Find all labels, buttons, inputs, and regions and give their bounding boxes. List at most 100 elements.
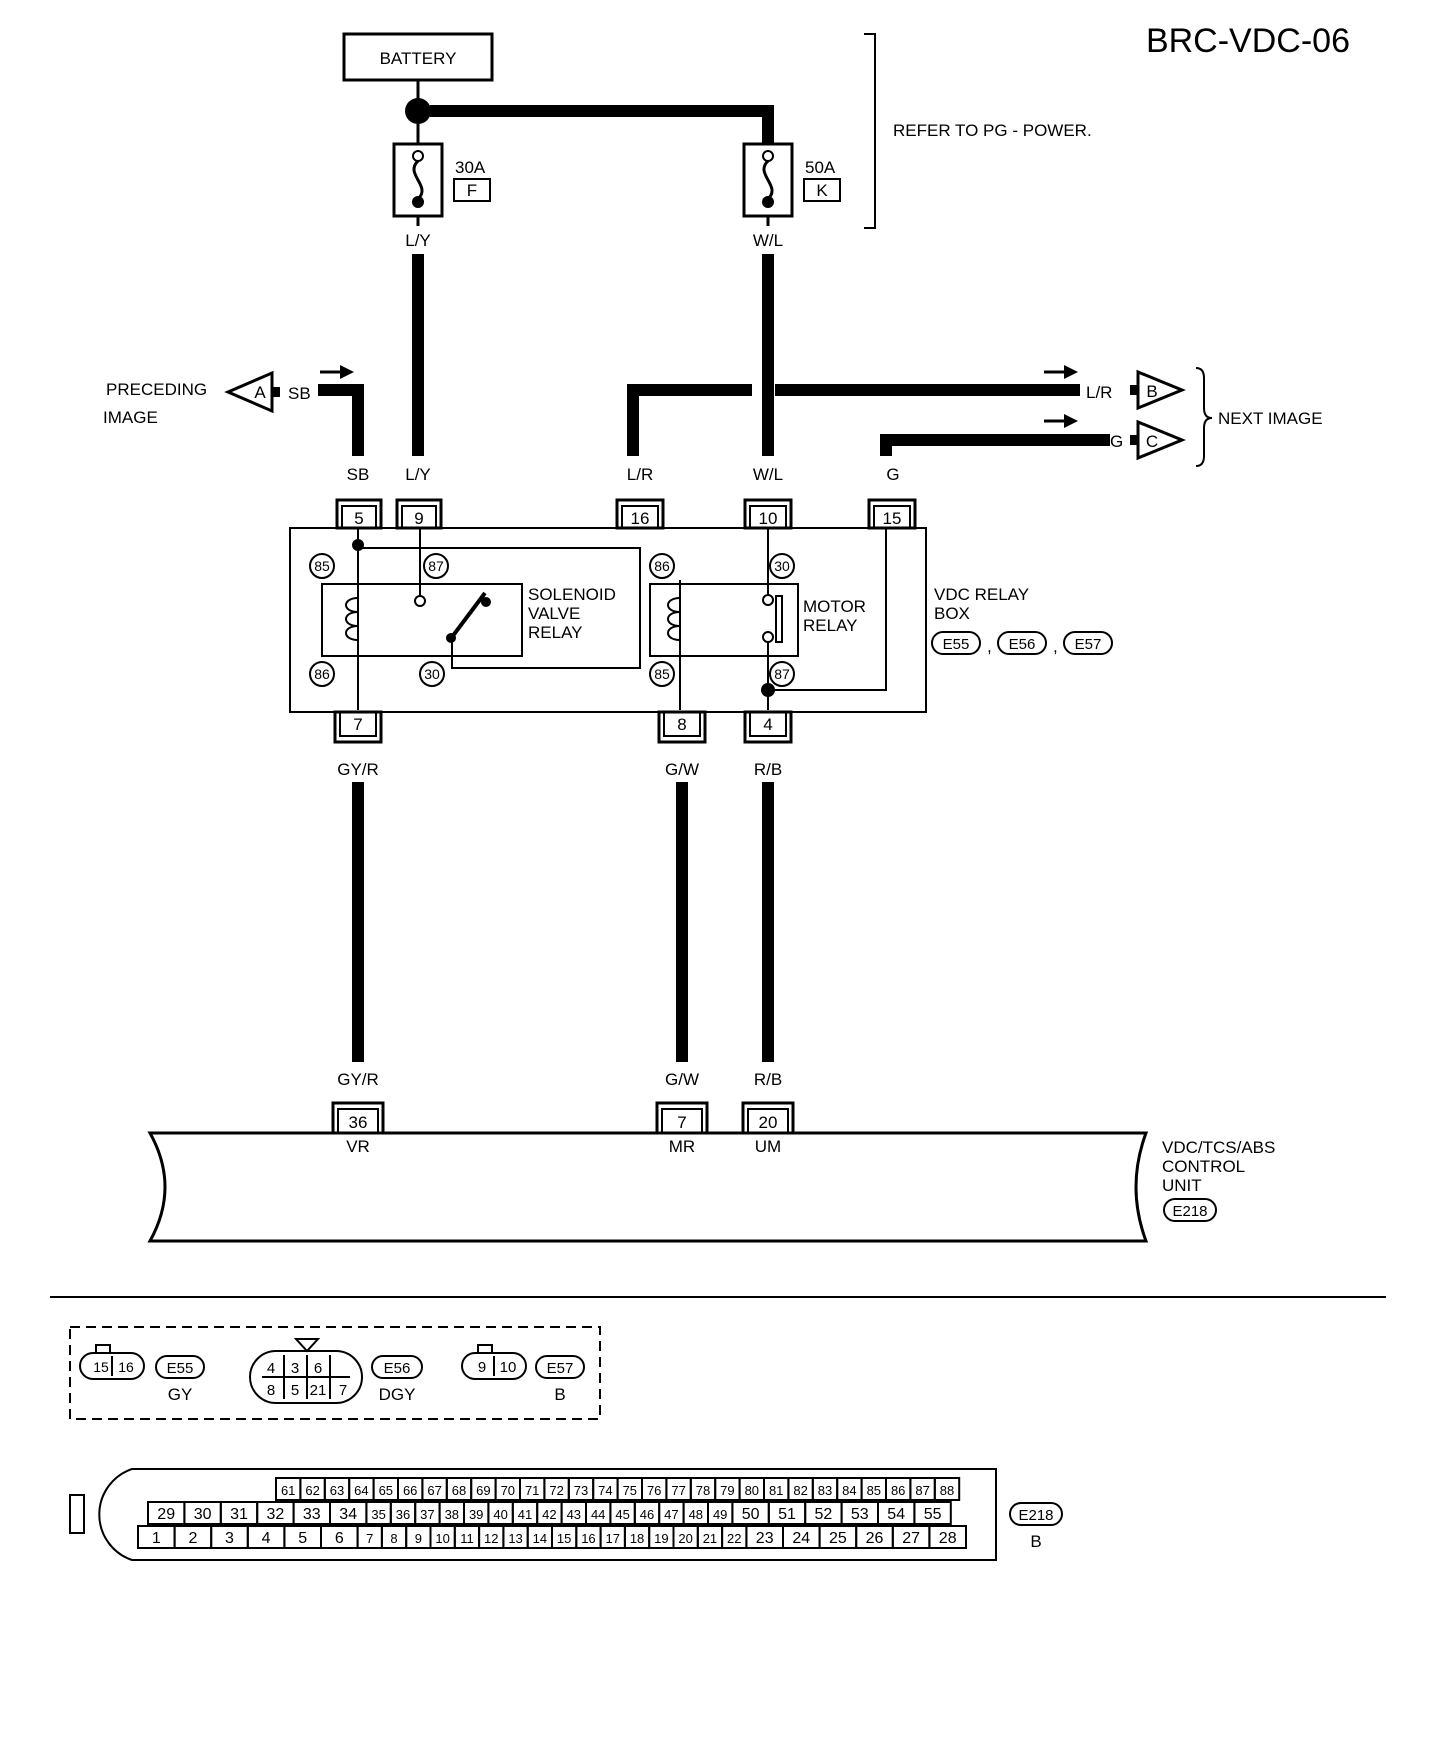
e218-pin-66: 66 [403,1483,417,1498]
e218-pin-77: 77 [671,1483,685,1498]
cu-terminal-mr: MR [669,1137,695,1156]
preceding-text2: IMAGE [103,408,158,427]
e218-pin-17: 17 [606,1531,620,1546]
relay-pin-5: 5 [354,509,363,528]
sol-label-3: RELAY [528,623,583,642]
e57-color: B [554,1385,565,1404]
motor-term-87: 87 [774,666,790,682]
e218-pin-27: 27 [902,1530,920,1547]
e218-pin-35: 35 [371,1507,385,1522]
e56-pin-21: 21 [310,1382,327,1399]
e218-pin-31: 31 [230,1506,248,1523]
e218-id: E218 [1018,1507,1053,1524]
e218-pin-64: 64 [354,1483,368,1498]
connector-b-arrow [1136,369,1186,411]
comma-1: , [987,637,992,656]
comma-2: , [1053,637,1058,656]
e218-pin-84: 84 [842,1483,856,1498]
next-image-text: NEXT IMAGE [1218,409,1323,428]
e218-pin-46: 46 [640,1507,654,1522]
e218-pin-19: 19 [654,1531,668,1546]
battery-label: BATTERY [380,49,457,68]
e218-pin-29: 29 [157,1506,175,1523]
e218-pin-34: 34 [339,1506,357,1523]
cu-wire-gyr-label: GY/R [337,1070,379,1089]
e218-pin-41: 41 [518,1507,532,1522]
wire-sb-left-label: SB [288,384,311,403]
connector-e56-view: 4 3 6 8 5 21 7 E56 DGY [249,1338,423,1404]
fuse-30a-letter: F [467,181,477,200]
e218-pin-5: 5 [298,1530,307,1547]
e218-pin-9: 9 [415,1531,422,1546]
e218-pin-28: 28 [939,1530,957,1547]
e55-pin-16: 16 [118,1359,134,1375]
wire-lr [627,384,752,456]
e218-pin-50: 50 [742,1506,760,1523]
e218-pin-37: 37 [420,1507,434,1522]
e218-pin-76: 76 [647,1483,661,1498]
sol-label-2: VALVE [528,604,580,623]
cu-pin-7: 7 [677,1113,686,1132]
e218-pin-7: 7 [366,1531,373,1546]
e218-pin-78: 78 [696,1483,710,1498]
wire-wl-top-label: W/L [753,231,783,250]
e56-pin-4: 4 [267,1360,275,1377]
relay-pin-9: 9 [414,509,423,528]
relay-box-top-pins: 5 9 16 10 15 [335,498,917,530]
e57-pin-10: 10 [500,1359,517,1376]
control-unit-pins: 36 7 20 [331,1101,795,1135]
relay-box-conn-e57: E57 [1075,636,1102,653]
battery-junction [405,98,431,124]
e218-pin-32: 32 [267,1506,285,1523]
e218-pin-69: 69 [476,1483,490,1498]
wire-g [880,434,1110,456]
pin8-wire-label: G/W [665,760,699,779]
e218-pin-24: 24 [792,1530,810,1547]
e218-color: B [1030,1532,1041,1551]
e218-pin-13: 13 [508,1531,522,1546]
cu-connector-id: E218 [1172,1203,1207,1220]
e57-id: E57 [547,1360,574,1377]
relay-pin-16: 16 [631,509,650,528]
e218-pin-68: 68 [452,1483,466,1498]
e218-pin-cell [913,1501,952,1525]
pin4-wire-label: R/B [754,760,782,779]
e218-pin-38: 38 [445,1507,459,1522]
e56-pin-3: 3 [291,1360,299,1377]
e218-pin-61: 61 [281,1483,295,1498]
sol-term-85: 85 [314,558,330,574]
wire-lr-right-label: L/R [1086,383,1112,402]
e218-pin-12: 12 [484,1531,498,1546]
e218-pin-88: 88 [940,1483,954,1498]
cu-label-2: CONTROL [1162,1157,1245,1176]
e218-pin-65: 65 [379,1483,393,1498]
cu-terminal-vr: VR [346,1137,370,1156]
e218-pin-54: 54 [887,1506,905,1523]
connector-a-letter: A [254,383,266,402]
cu-wire-gw-label: G/W [665,1070,699,1089]
e218-pin-2: 2 [188,1530,197,1547]
control-unit-body [147,1131,1149,1243]
fuse-50a-letter: K [816,181,828,200]
e218-pin-16: 16 [581,1531,595,1546]
cu-label-3: UNIT [1162,1176,1202,1195]
e218-pin-74: 74 [598,1483,612,1498]
e56-color: DGY [379,1385,416,1404]
pin9-wire-label: L/Y [405,465,431,484]
e218-pin-51: 51 [778,1506,796,1523]
e218-pin-20: 20 [678,1531,692,1546]
cu-label-1: VDC/TCS/ABS [1162,1138,1275,1157]
e218-pin-72: 72 [549,1483,563,1498]
e218-pin-15: 15 [557,1531,571,1546]
e218-pin-cell [933,1477,961,1501]
e218-pin-48: 48 [689,1507,703,1522]
sol-term-87: 87 [428,558,444,574]
e218-pin-55: 55 [924,1506,942,1523]
fuse-50a-rating: 50A [805,158,836,177]
vdc-relay-box [289,527,927,713]
refer-note: REFER TO PG - POWER. [893,121,1092,140]
e218-pin-11: 11 [460,1531,474,1546]
e218-pin-63: 63 [330,1483,344,1498]
e218-pin-75: 75 [623,1483,637,1498]
motor-term-30: 30 [774,558,790,574]
